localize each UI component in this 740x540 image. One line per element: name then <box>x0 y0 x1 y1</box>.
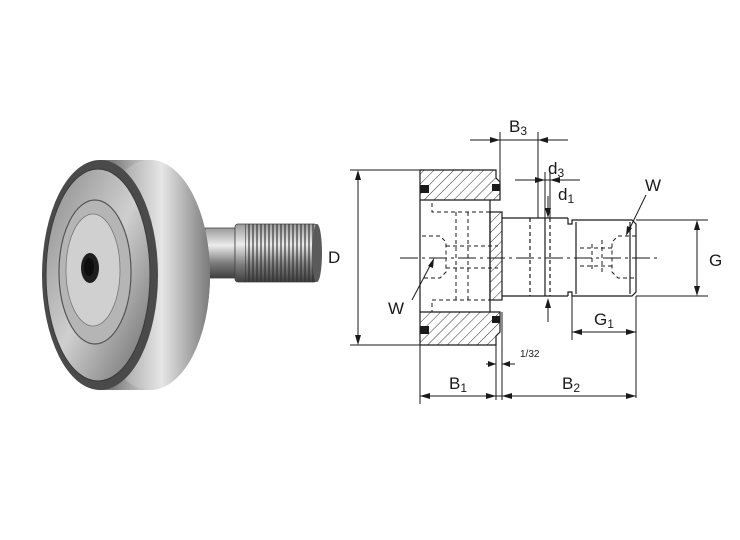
label-d3: d3 <box>548 159 564 180</box>
flange-section <box>489 200 503 312</box>
dimension-G <box>636 219 708 297</box>
threaded-stud <box>204 223 322 283</box>
label-W-left: W <box>388 299 404 318</box>
label-G: G <box>709 251 722 270</box>
dimension-labels: B3 d3 d1 W W D G G1 1/32 B1 B2 <box>328 117 722 395</box>
dimension-D <box>350 169 420 346</box>
hex-socket-icon <box>81 253 99 283</box>
label-D: D <box>328 248 340 267</box>
label-W-right: W <box>645 176 661 195</box>
hex-bore-dashed <box>422 235 636 279</box>
needle-rollers <box>431 199 491 313</box>
label-B1: B1 <box>449 374 467 395</box>
product-photo <box>42 160 322 390</box>
dimension-G1 <box>571 296 637 398</box>
label-d1: d1 <box>558 185 574 206</box>
stud-outline <box>502 217 637 297</box>
dimension-B3 <box>470 132 568 218</box>
dimension-d1 <box>545 196 551 322</box>
label-1-32: 1/32 <box>520 349 540 360</box>
dimension-1-32 <box>486 312 515 400</box>
label-B2: B2 <box>562 374 580 395</box>
dimension-d3 <box>515 172 580 218</box>
label-B3: B3 <box>509 117 527 138</box>
dimension-B1-B2 <box>419 345 636 404</box>
technical-drawing <box>350 132 708 404</box>
outer-ring-section <box>419 169 501 346</box>
label-G1: G1 <box>594 310 614 331</box>
W-leader-lines <box>411 194 647 301</box>
